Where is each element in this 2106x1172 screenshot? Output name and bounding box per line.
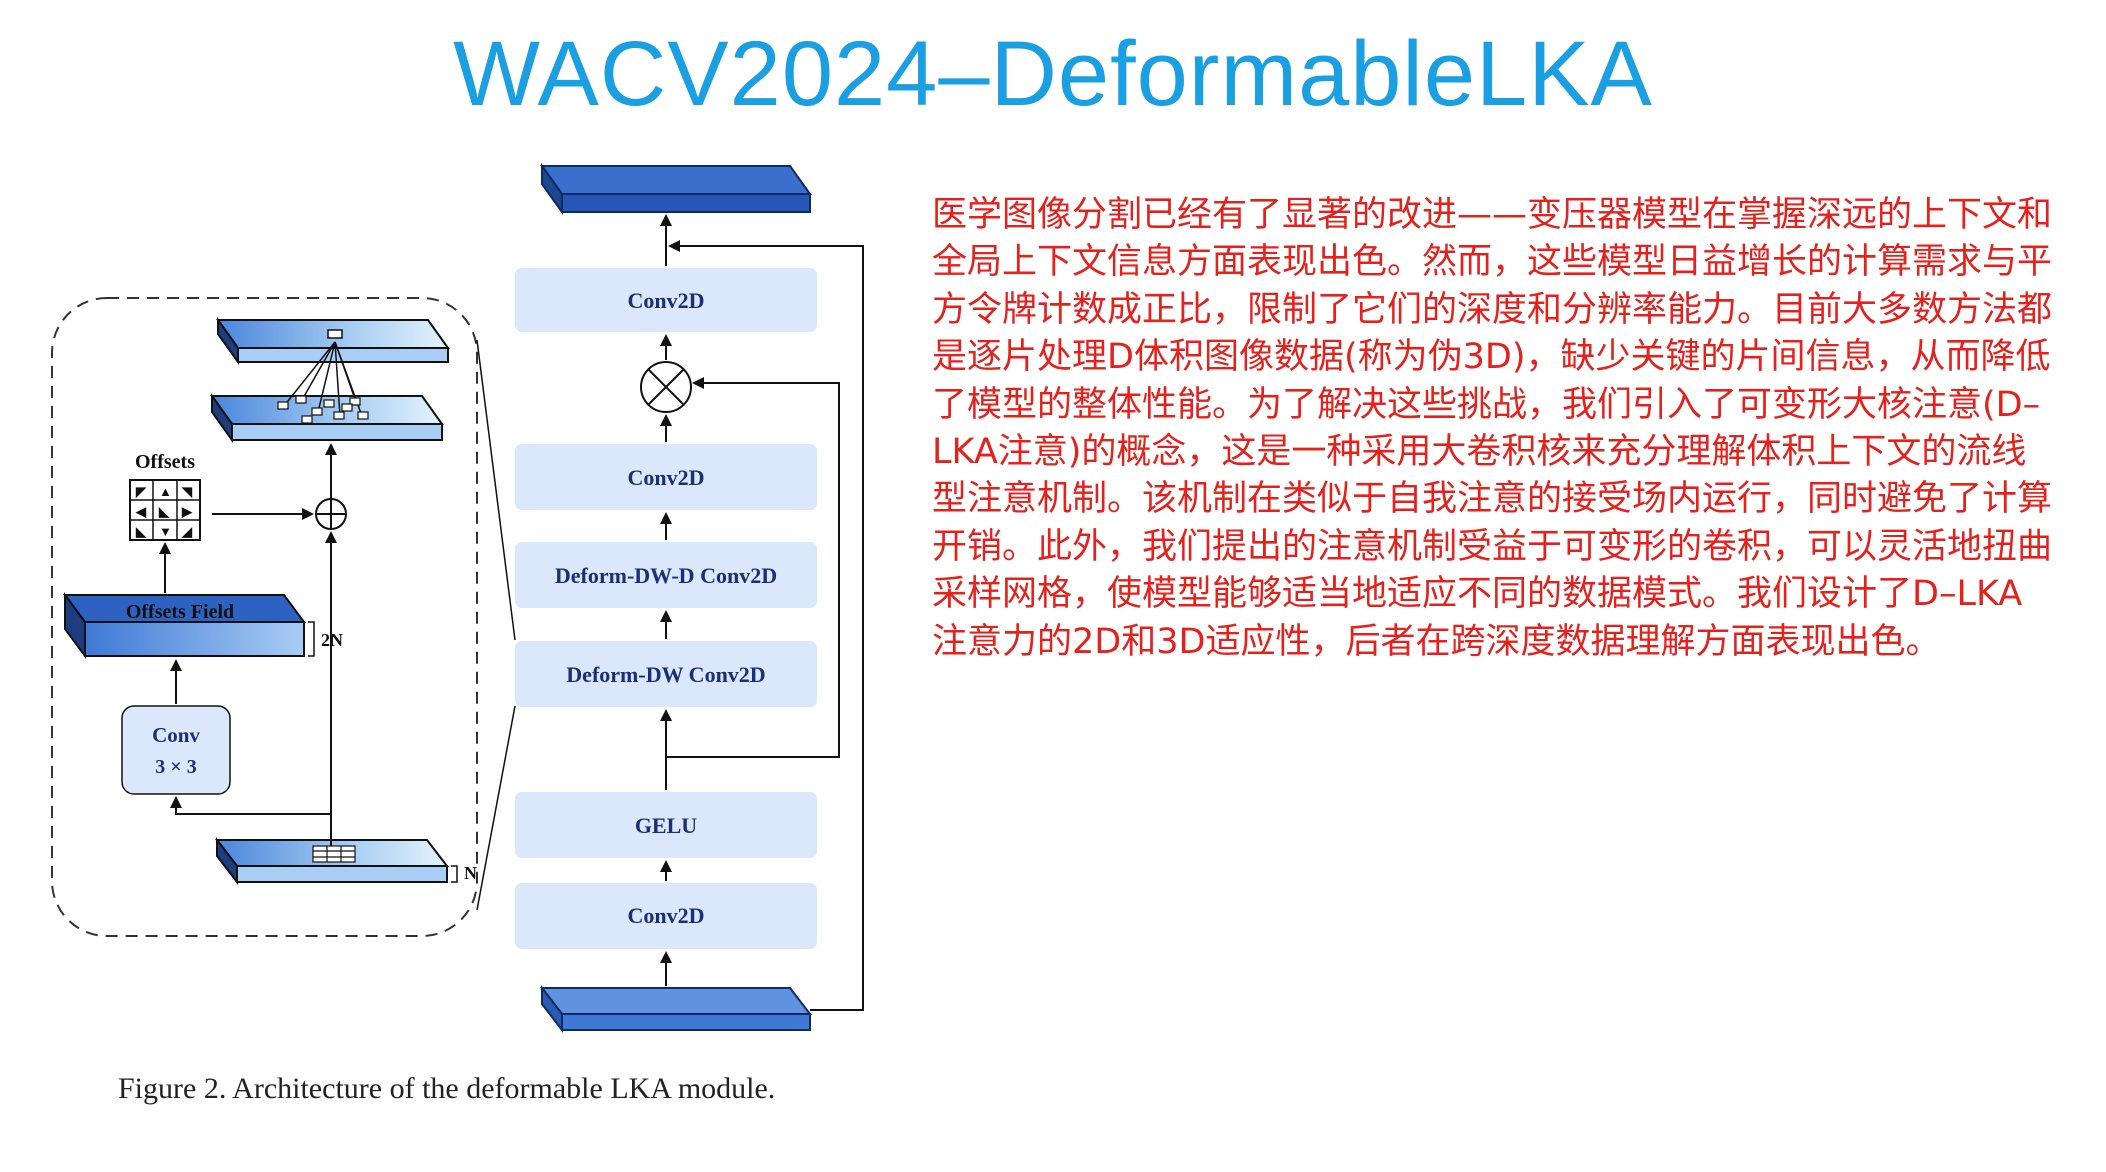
detail-panel-border	[51, 297, 478, 937]
add-node	[315, 498, 347, 530]
svg-text:◀: ◀	[135, 504, 147, 519]
conv-3x3-block: Conv 3 × 3	[121, 705, 231, 795]
svg-text:◤: ◤	[135, 484, 147, 499]
svg-text:◣: ◣	[158, 504, 170, 519]
svg-text:◢: ◢	[181, 524, 193, 539]
svg-text:◥: ◥	[181, 484, 193, 499]
dim-n-bracket	[451, 865, 458, 883]
svg-text:◣: ◣	[135, 524, 147, 539]
gelu-label: GELU	[635, 813, 697, 838]
deform-dw-block: Deform-DW Conv2D	[515, 641, 817, 707]
offsets-label: Offsets	[135, 451, 195, 473]
conv2d-top-block: Conv2D	[515, 268, 817, 332]
conv2d-mid-block: Conv2D	[515, 444, 817, 510]
detail-arrows	[159, 443, 337, 846]
svg-text:▶: ▶	[181, 504, 193, 519]
description-text: 医学图像分割已经有了显著的改进——变压器模型在掌握深远的上下文和全局上下文信息方…	[932, 195, 2053, 662]
conv-label: Conv	[152, 723, 200, 747]
deform-dw-label: Deform-DW Conv2D	[566, 662, 765, 687]
conv2d-bottom-label: Conv2D	[627, 903, 704, 928]
detail-input-map	[214, 837, 450, 885]
output-feature-map	[540, 162, 812, 216]
gelu-block: GELU	[515, 792, 817, 858]
dim-2n-bracket	[308, 621, 315, 657]
page-title: WACV2024–DeformableLKA	[453, 23, 1653, 125]
deform-dw-d-block: Deform-DW-D Conv2D	[515, 542, 817, 608]
conv2d-bottom-block: Conv2D	[515, 883, 817, 949]
architecture-figure: Conv2D Conv2D Deform-DW-D Conv2D Deform-…	[40, 150, 900, 1130]
input-feature-map	[539, 985, 813, 1033]
offsets-field-block: Offsets Field	[63, 591, 306, 660]
conv2d-mid-label: Conv2D	[627, 465, 704, 490]
deform-dw-d-label: Deform-DW-D Conv2D	[555, 563, 777, 588]
zoom-lines	[476, 339, 516, 911]
conv-size-label: 3 × 3	[155, 756, 196, 778]
skip-connections	[666, 240, 864, 1011]
offsets-grid: ◤ ▲ ◥ ◀ ◣ ▶ ◣ ▼ ◢	[129, 479, 201, 541]
detail-output-map	[216, 316, 450, 366]
svg-text:▼: ▼	[159, 524, 172, 539]
conv2d-top-label: Conv2D	[627, 288, 704, 313]
detail-sampled-map	[210, 341, 444, 444]
svg-text:▲: ▲	[159, 484, 172, 499]
offsets-field-label: Offsets Field	[126, 601, 234, 623]
multiply-node	[640, 361, 692, 413]
dim-n-label: N	[464, 863, 477, 883]
architecture-diagram: Conv2D Conv2D Deform-DW-D Conv2D Deform-…	[51, 162, 864, 1033]
figure-caption: Figure 2. Architecture of the deformable…	[118, 1072, 776, 1105]
